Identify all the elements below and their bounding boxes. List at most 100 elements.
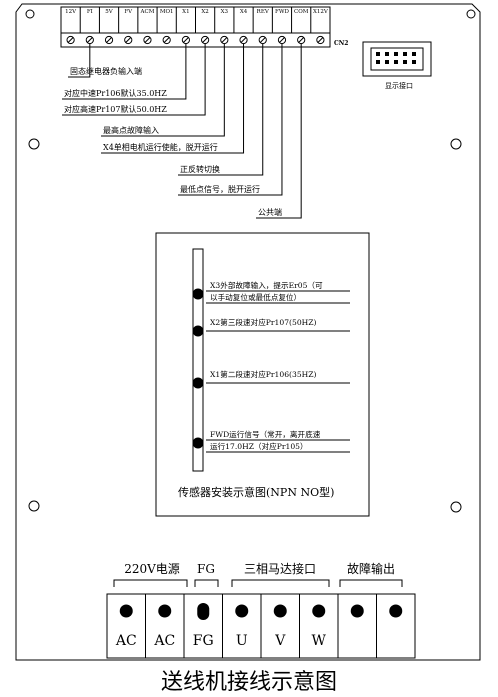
screw-slot — [240, 37, 247, 43]
group-bracket — [194, 579, 219, 587]
display-port-label: 显示接口 — [385, 81, 413, 90]
terminal-screw-icon — [162, 35, 171, 45]
terminal-screw — [235, 604, 249, 618]
annotation-text: 最低点信号，脱开运行 — [180, 184, 260, 194]
display-port-pin — [376, 60, 380, 64]
diagram-title: 送线机接线示意图 — [161, 670, 337, 695]
screw-slot — [202, 37, 208, 43]
terminal-label: X2 — [201, 9, 208, 15]
terminal-label: X3 — [221, 9, 229, 15]
sensor-dot — [192, 325, 204, 337]
screw-slot — [259, 37, 266, 43]
sensor-text: 以手动复位或最低点复位） — [210, 292, 301, 302]
terminal-label: FI — [87, 9, 93, 15]
sensor-dot — [192, 288, 204, 300]
mounting-hole-right-upper — [450, 138, 462, 150]
screw-slot — [279, 37, 285, 43]
terminal-screw-icon — [220, 35, 229, 45]
display-port — [362, 41, 432, 77]
leader-line — [62, 44, 206, 116]
power-terminal-label: V — [274, 633, 286, 649]
sensor-text: 运行17.0HZ（对应Pr105） — [210, 441, 308, 451]
sensor-dot — [192, 437, 204, 449]
terminal-screw — [312, 604, 326, 618]
terminal-label: COM — [294, 9, 309, 15]
screw-slot — [317, 37, 324, 43]
mounting-hole-top-right — [466, 9, 476, 19]
screw-slot — [106, 37, 112, 43]
group-bracket — [339, 579, 403, 587]
annotation-text: 最高点故障输入 — [103, 125, 159, 135]
fg-terminal-screw — [197, 603, 210, 620]
display-port-pin — [385, 60, 389, 64]
terminal-screw-icon — [297, 35, 306, 45]
power-terminal-label: AC — [115, 633, 137, 649]
power-terminal-label: W — [312, 633, 327, 649]
terminal-screw-icon — [66, 35, 75, 45]
group-bracket — [113, 579, 188, 587]
terminal-screw-icon — [239, 35, 248, 45]
screw-slot — [67, 37, 74, 43]
terminal-screw-icon — [85, 35, 94, 45]
terminal-label: FV — [124, 9, 133, 15]
terminal-label: FWD — [275, 9, 289, 15]
leader-line — [178, 44, 283, 196]
display-port-pin — [412, 52, 416, 56]
leader-line — [101, 44, 245, 154]
screw-slot — [221, 37, 228, 43]
terminal-label: X12V — [313, 9, 329, 15]
terminal-label: X4 — [240, 9, 248, 15]
power-terminal-label: AC — [153, 633, 175, 649]
annotation-text: X4单相电机运行使能，脱开运行 — [103, 142, 218, 152]
terminal-screw-icon — [124, 35, 133, 45]
display-port-pin — [403, 60, 407, 64]
terminal-screw — [273, 604, 287, 618]
terminal-screw-icon — [143, 35, 152, 45]
terminal-screw-icon — [181, 35, 190, 45]
annotation-text: 固态继电器负输入端 — [70, 66, 142, 76]
annotation-text: 对应中速Pr106默认35.0HZ — [64, 88, 167, 98]
display-port-pin — [394, 52, 398, 56]
sensor-text: X3外部故障输入，提示Er05（可 — [210, 280, 323, 290]
annotation-text: 对应高速Pr107默认50.0HZ — [64, 104, 167, 114]
mounting-hole-left-upper — [28, 138, 40, 150]
display-port-pin — [403, 52, 407, 56]
sensor-panel-caption: 传感器安装示意图(NPN NO型) — [178, 485, 334, 499]
power-group-label: 220V电源 — [124, 562, 180, 576]
mounting-hole-right-lower — [450, 501, 462, 513]
screw-slot — [183, 37, 189, 43]
sensor-text: X2第三段速对应Pr107(50HZ) — [210, 317, 317, 327]
terminal-screw-icon — [201, 35, 210, 45]
terminal-screw — [389, 604, 403, 618]
terminal-label: X1 — [182, 9, 189, 15]
leader-line — [178, 44, 264, 176]
terminal-screw-icon — [277, 35, 287, 45]
board-outline — [15, 3, 481, 661]
mounting-hole-left-lower — [28, 500, 40, 512]
sensor-panel — [155, 232, 370, 517]
group-bracket — [231, 579, 330, 587]
power-group-label: 三相马达接口 — [244, 561, 316, 576]
screw-slot — [144, 37, 151, 43]
sensor-text: X1第二段速对应Pr106(35HZ) — [210, 369, 317, 379]
terminal-label: REV — [257, 9, 270, 15]
terminal-label: 5V — [105, 9, 113, 15]
display-port-pin — [376, 52, 380, 56]
display-port-pin — [412, 60, 416, 64]
leader-line — [256, 44, 302, 219]
leader-line — [101, 44, 225, 137]
display-port-pin — [394, 60, 398, 64]
terminal-screw-icon — [104, 35, 114, 45]
sensor-text: FWD运行信号（常开，离开底速 — [210, 429, 321, 439]
annotation-text: 公共端 — [258, 207, 282, 217]
leader-line — [68, 44, 91, 78]
mounting-hole-top-left — [25, 9, 35, 19]
annotation-text: 正反转切换 — [180, 164, 220, 174]
screw-slot — [163, 37, 170, 43]
